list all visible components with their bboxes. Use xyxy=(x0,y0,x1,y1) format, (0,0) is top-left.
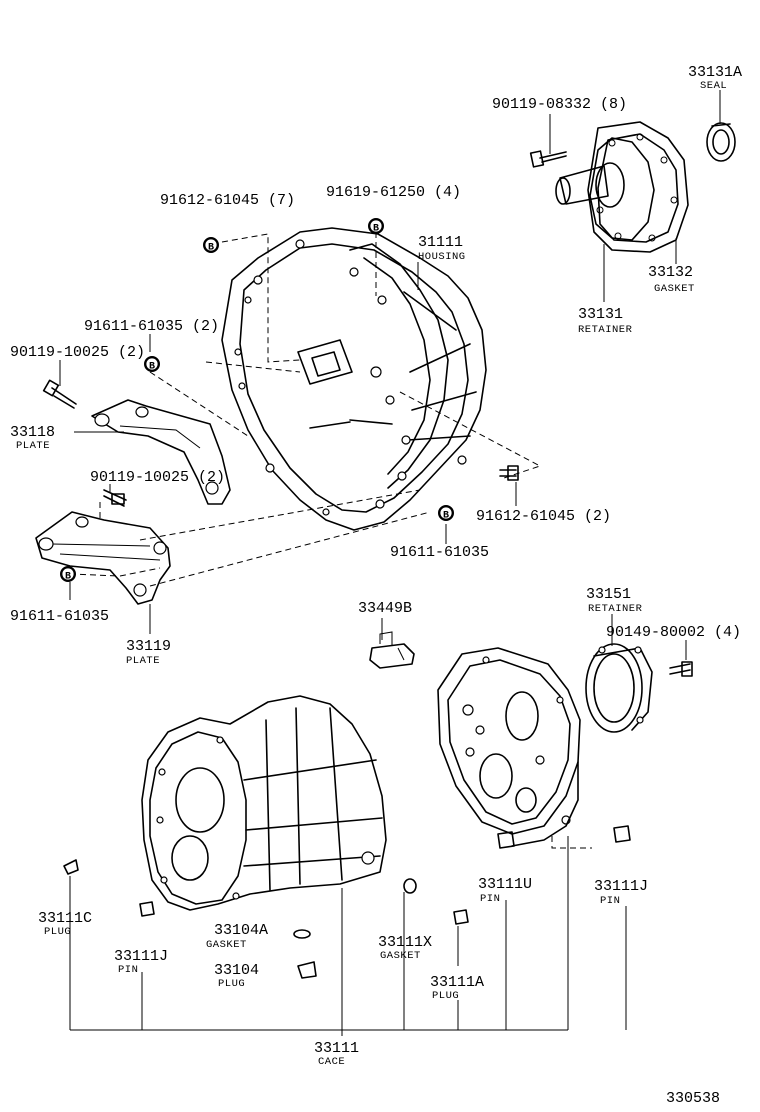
svg-text:B: B xyxy=(149,362,155,373)
callout-b-2: B xyxy=(368,218,384,235)
assembly-lines-lower xyxy=(551,836,592,849)
label-33131-pn: 33131 xyxy=(578,306,623,323)
label-33449b: 33449B xyxy=(358,600,412,617)
seal-33131a-drawing xyxy=(706,122,736,162)
label-33111c-pn: 33111C xyxy=(38,910,92,927)
part-33449b-drawing xyxy=(369,631,415,669)
label-33104a-pn: 33104A xyxy=(214,922,268,939)
part-labels: 33131A SEAL 90119-08332 (8) 33132 GASKET… xyxy=(10,64,742,1107)
label-33119-pn: 33119 xyxy=(126,638,171,655)
pin-33111j-right-drawing xyxy=(613,825,631,843)
label-33131a-name: SEAL xyxy=(700,80,727,92)
label-33131-name: RETAINER xyxy=(578,324,633,336)
intermediate-plate-drawing xyxy=(437,647,581,847)
drawing-number: 330538 xyxy=(666,1090,720,1107)
plate-33118-drawing xyxy=(91,399,231,505)
label-33111j-left-name: PIN xyxy=(118,964,138,976)
callout-b-5: B xyxy=(60,566,76,583)
label-91611-61035-a: 91611-61035 xyxy=(390,544,489,561)
label-33111u-pn: 33111U xyxy=(478,876,532,893)
label-33119-name: PLATE xyxy=(126,655,160,667)
svg-text:B: B xyxy=(443,511,449,522)
label-33118-pn: 33118 xyxy=(10,424,55,441)
label-33151-name: RETAINER xyxy=(588,603,643,615)
label-33111a-pn: 33111A xyxy=(430,974,484,991)
label-91611-61035-2: 91611-61035 (2) xyxy=(84,318,219,335)
bolt-90149-80002-drawing xyxy=(669,661,693,677)
label-33111a-name: PLUG xyxy=(432,990,459,1002)
svg-text:B: B xyxy=(208,243,214,254)
svg-text:B: B xyxy=(373,224,379,235)
gasket-33111x-drawing xyxy=(403,878,417,894)
label-33111j-right-pn: 33111J xyxy=(594,878,648,895)
label-33104a-name: GASKET xyxy=(206,939,247,951)
label-90119-10025-2b: 90119-10025 (2) xyxy=(90,469,225,486)
label-33104-pn: 33104 xyxy=(214,962,259,979)
callout-b-1: B xyxy=(203,237,219,254)
label-90149-80002: 90149-80002 (4) xyxy=(606,624,741,641)
plug-33104-drawing xyxy=(297,961,317,979)
label-33111j-right-name: PIN xyxy=(600,895,620,907)
plug-33111a-drawing xyxy=(453,909,469,925)
retainer-33131-drawing xyxy=(555,121,689,253)
label-31111-pn: 31111 xyxy=(418,234,463,251)
label-33118-name: PLATE xyxy=(16,440,50,452)
label-91612-61045-2: 91612-61045 (2) xyxy=(476,508,611,525)
bolt-91612-61045-2-drawing xyxy=(499,465,519,481)
label-91612-61045-7: 91612-61045 (7) xyxy=(160,192,295,209)
label-33132-pn: 33132 xyxy=(648,264,693,281)
label-90119-08332: 90119-08332 (8) xyxy=(492,96,627,113)
pin-33111j-left-drawing xyxy=(139,901,155,917)
label-33111j-left-pn: 33111J xyxy=(114,948,168,965)
callout-b-markers: B B B B B xyxy=(60,218,454,583)
label-33131a-pn: 33131A xyxy=(688,64,742,81)
label-33132-name: GASKET xyxy=(654,283,695,295)
label-33151-pn: 33151 xyxy=(586,586,631,603)
label-91611-61035-b: 91611-61035 xyxy=(10,608,109,625)
pin-33111u-drawing xyxy=(497,831,515,849)
svg-text:B: B xyxy=(65,572,71,583)
callout-b-4: B xyxy=(438,505,454,522)
leader-lines xyxy=(59,90,721,1036)
bolt-90119-10025-b-drawing xyxy=(103,489,127,507)
callout-b-3: B xyxy=(144,356,160,373)
plate-33119-drawing xyxy=(35,511,171,605)
label-33111x-name: GASKET xyxy=(380,950,421,962)
label-33111u-name: PIN xyxy=(480,893,500,905)
label-31111-name: HOUSING xyxy=(418,251,466,263)
label-33111c-name: PLUG xyxy=(44,926,71,938)
label-33111-case-name: CACE xyxy=(318,1056,345,1068)
label-90119-10025-2a: 90119-10025 (2) xyxy=(10,344,145,361)
bolt-90119-10025-a-drawing xyxy=(42,379,77,409)
case-33111-drawing xyxy=(141,695,387,911)
retainer-33151-drawing xyxy=(585,643,653,733)
plug-33111c-drawing xyxy=(63,859,79,875)
gasket-33104a-drawing xyxy=(293,929,311,939)
assembly-lines-upper xyxy=(69,232,542,587)
label-33111-case-pn: 33111 xyxy=(314,1040,359,1057)
label-91619-61250-4: 91619-61250 (4) xyxy=(326,184,461,201)
housing-31111-drawing xyxy=(221,227,487,531)
bolt-90119-08332-drawing xyxy=(529,150,567,168)
label-33111x-pn: 33111X xyxy=(378,934,432,951)
label-33104-name: PLUG xyxy=(218,978,245,990)
